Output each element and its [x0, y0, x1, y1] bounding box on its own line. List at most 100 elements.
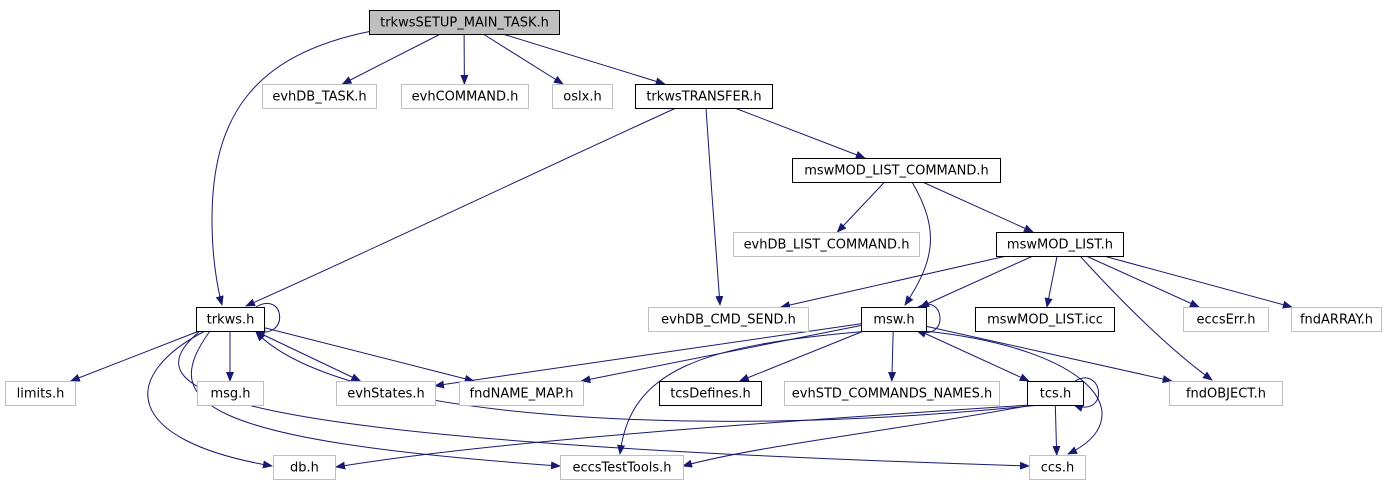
- node-mswMOD_LIST_COMMAND[interactable]: mswMOD_LIST_COMMAND.h: [792, 158, 1001, 183]
- edge-line-trkwsTRANSFER-to-trkws: [245, 107, 677, 307]
- node-box-evhSTD_COMMANDS_NAMES: [784, 381, 1000, 406]
- node-box-evhCOMMAND: [401, 84, 529, 109]
- node-box-fndOBJECT: [1169, 381, 1283, 406]
- node-box-msg: [197, 381, 264, 406]
- node-label-fndARRAY: fndARRAY.h: [1300, 313, 1373, 328]
- node-box-trkwsTRANSFER: [635, 84, 773, 109]
- node-evhStates: evhStates.h: [336, 381, 436, 406]
- edge-trkws-to-db: [147, 330, 273, 469]
- node-db: db.h: [273, 455, 336, 480]
- node-box-eccsTestTools: [560, 455, 684, 480]
- edge-trkws-to-trkws: [255, 303, 281, 338]
- edge-mswMOD_LIST_COMMAND-to-evhDB_LIST_COMMAND: [836, 181, 885, 233]
- edge-msw-to-tcsDefines: [738, 330, 864, 382]
- edge-mswMOD_LIST-to-eccsErr: [1085, 255, 1200, 308]
- node-evhSTD_COMMANDS_NAMES: evhSTD_COMMANDS_NAMES.h: [784, 381, 1000, 406]
- node-label-db: db.h: [290, 461, 319, 476]
- edge-line-mswMOD_LIST-to-eccsErr: [1085, 255, 1200, 308]
- node-ccs: ccs.h: [1029, 455, 1086, 480]
- edge-mswMOD_LIST_COMMAND-to-msw: [904, 181, 931, 306]
- edge-line-trkwsTRANSFER-to-mswMOD_LIST_COMMAND: [734, 107, 866, 159]
- node-trkws[interactable]: trkws.h: [196, 307, 265, 332]
- edge-mswMOD_LIST-to-fndOBJECT: [1079, 255, 1213, 381]
- edge-line-trkws-to-trkws: [255, 303, 281, 338]
- edge-line-trkwsTRANSFER-to-evhDB_CMD_SEND: [705, 107, 724, 306]
- edge-root-to-evhDB_TASK: [341, 33, 441, 85]
- node-box-fndARRAY: [1291, 307, 1382, 332]
- node-label-fndOBJECT: fndOBJECT.h: [1186, 387, 1266, 402]
- edge-line-trkws-to-evhStates: [254, 330, 362, 382]
- edge-line-mswMOD_LIST-to-fndOBJECT: [1079, 255, 1213, 381]
- edge-line-trkws-to-db: [147, 330, 273, 469]
- node-evhDB_TASK: evhDB_TASK.h: [262, 84, 377, 109]
- node-label-eccsTestTools: eccsTestTools.h: [572, 461, 671, 476]
- edge-root-to-trkws: [211, 30, 373, 306]
- edge-msw-to-eccsTestTools: [617, 330, 871, 455]
- edge-line-msw-to-ccs: [924, 330, 1103, 455]
- edge-line-msw-to-tcs: [919, 330, 1030, 382]
- edge-line-mswMOD_LIST_COMMAND-to-mswMOD_LIST: [922, 181, 1034, 233]
- node-box-evhDB_TASK: [262, 84, 377, 109]
- node-box-evhDB_CMD_SEND: [648, 307, 809, 332]
- edge-msw-to-msw: [916, 303, 941, 338]
- edge-msw-to-evhStates: [434, 323, 862, 389]
- node-label-oslx: oslx.h: [563, 90, 601, 105]
- edge-tcs-to-tcs: [1073, 377, 1099, 412]
- node-mswMOD_LIST_icc[interactable]: mswMOD_LIST.icc: [975, 307, 1115, 332]
- edge-line-mswMOD_LIST_COMMAND-to-evhDB_LIST_COMMAND: [836, 181, 885, 233]
- node-label-evhCOMMAND: evhCOMMAND.h: [412, 90, 519, 105]
- node-box-tcsDefines: [659, 381, 762, 406]
- node-box-mswMOD_LIST: [996, 232, 1124, 257]
- node-tcs[interactable]: tcs.h: [1027, 381, 1084, 406]
- edge-trkwsTRANSFER-to-trkws: [245, 107, 677, 307]
- edge-tcs-to-eccsTestTools: [682, 404, 1033, 468]
- node-msw[interactable]: msw.h: [861, 307, 927, 332]
- edge-mswMOD_LIST_COMMAND-to-mswMOD_LIST: [922, 181, 1034, 233]
- node-box-msw: [861, 307, 927, 332]
- node-box-oslx: [552, 84, 613, 109]
- edge-tcs-to-trkws: [255, 331, 1041, 422]
- node-trkwsTRANSFER[interactable]: trkwsTRANSFER.h: [635, 84, 773, 109]
- node-label-evhStates: evhStates.h: [347, 387, 425, 402]
- edge-line-trkws-to-limits: [69, 330, 200, 382]
- edge-tcs-to-db: [335, 404, 1031, 470]
- node-label-limits: limits.h: [17, 387, 65, 402]
- edge-tcs-to-ccs: [1052, 404, 1061, 456]
- node-box-root: [369, 10, 560, 35]
- node-label-ccs: ccs.h: [1041, 461, 1074, 476]
- edge-line-root-to-evhDB_TASK: [341, 33, 441, 85]
- node-limits: limits.h: [5, 381, 76, 406]
- node-tcsDefines[interactable]: tcsDefines.h: [659, 381, 762, 406]
- edge-line-msw-to-fndOBJECT: [925, 325, 1173, 383]
- node-label-evhDB_TASK: evhDB_TASK.h: [272, 90, 366, 105]
- node-label-msw: msw.h: [873, 313, 914, 328]
- edge-line-mswMOD_LIST-to-mswMOD_LIST_icc: [1044, 255, 1058, 308]
- node-label-tcs: tcs.h: [1040, 387, 1071, 402]
- edge-line-tcs-to-db: [335, 404, 1031, 470]
- edge-mswMOD_LIST-to-msw: [919, 255, 1034, 308]
- edge-line-tcs-to-ccs: [1052, 404, 1061, 456]
- node-root[interactable]: trkwsSETUP_MAIN_TASK.h: [369, 10, 560, 35]
- edge-line-msw-to-msw: [916, 303, 941, 338]
- edge-line-mswMOD_LIST-to-msw: [919, 255, 1034, 308]
- edge-line-tcs-to-tcs: [1073, 377, 1099, 412]
- edge-line-root-to-trkws: [211, 30, 373, 306]
- node-fndNAME_MAP: fndNAME_MAP.h: [459, 381, 584, 406]
- edge-line-tcs-to-trkws: [255, 331, 1041, 422]
- node-label-evhSTD_COMMANDS_NAMES: evhSTD_COMMANDS_NAMES.h: [792, 387, 992, 402]
- node-box-mswMOD_LIST_COMMAND: [792, 158, 1001, 183]
- edge-line-mswMOD_LIST-to-evhDB_CMD_SEND: [780, 255, 1007, 309]
- edge-line-trkws-to-ccs: [178, 330, 1030, 470]
- edge-trkwsTRANSFER-to-evhDB_CMD_SEND: [705, 107, 724, 306]
- edge-line-trkws-to-fndNAME_MAP: [263, 327, 475, 383]
- node-box-eccsErr: [1183, 307, 1269, 332]
- edge-trkwsTRANSFER-to-mswMOD_LIST_COMMAND: [734, 107, 866, 159]
- edge-line-root-to-oslx: [482, 33, 564, 85]
- edge-line-msw-to-tcsDefines: [738, 330, 864, 382]
- node-box-limits: [5, 381, 76, 406]
- node-box-db: [273, 455, 336, 480]
- node-box-tcs: [1027, 381, 1084, 406]
- edge-line-msw-to-eccsTestTools: [617, 330, 871, 455]
- node-mswMOD_LIST[interactable]: mswMOD_LIST.h: [996, 232, 1124, 257]
- edge-line-mswMOD_LIST-to-fndARRAY: [1103, 255, 1293, 309]
